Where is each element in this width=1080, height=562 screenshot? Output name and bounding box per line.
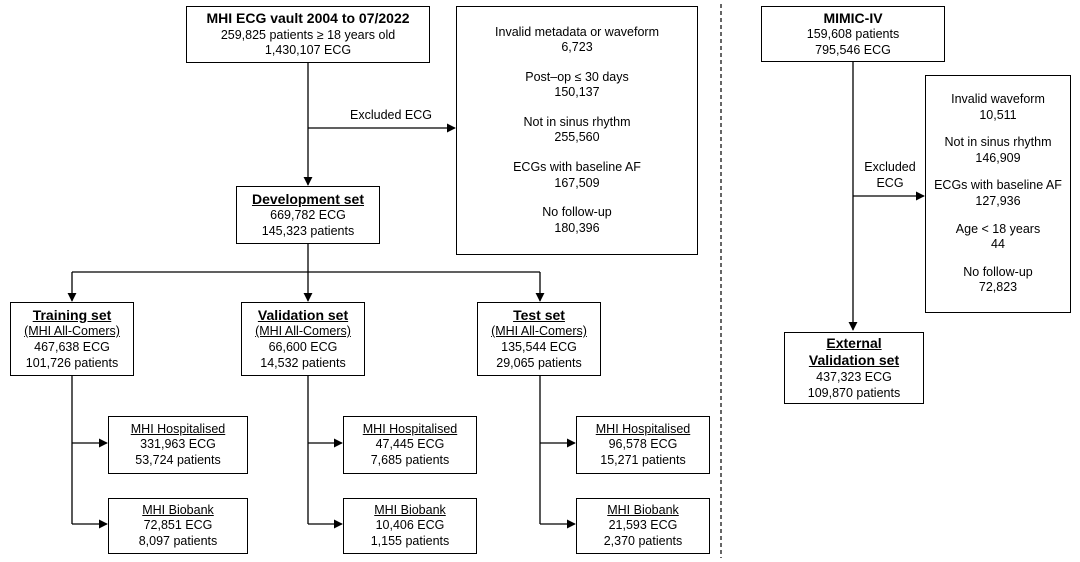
excluded-ecg-label: Excluded ECG [350,108,432,122]
external-validation-ecg: 437,323 ECG [816,369,892,384]
training-hospitalised-box: MHI Hospitalised 331,963 ECG 53,724 pati… [108,416,248,474]
mimic-exclusion-item: Age < 18 years 44 [955,221,1041,252]
validation-biobank-ecg: 10,406 ECG [375,518,445,533]
mimic-iv-patients: 159,608 patients [806,27,900,42]
test-set-ecg: 135,544 ECG [501,339,577,354]
training-set-title: Training set [32,306,112,323]
external-validation-patients: 109,870 patients [807,385,901,400]
development-set-box: Development set 669,782 ECG 145,323 pati… [236,186,380,244]
training-hospitalised-patients: 53,724 patients [135,452,221,467]
ecg-vault-ecg: 1,430,107 ECG [264,43,352,58]
test-hospitalised-box: MHI Hospitalised 96,578 ECG 15,271 patie… [576,416,710,474]
development-set-title: Development set [251,190,365,207]
training-biobank-box: MHI Biobank 72,851 ECG 8,097 patients [108,498,248,554]
mimic-exclusion-item: No follow-up 72,823 [963,264,1033,295]
left-exclusion-item: Invalid metadata or waveform 6,723 [495,24,659,55]
mimic-exclusion-item: ECGs with baseline AF 127,936 [934,178,1062,208]
test-biobank-box: MHI Biobank 21,593 ECG 2,370 patients [576,498,710,554]
left-exclusion-item: No follow-up 180,396 [542,204,612,235]
development-set-ecg: 669,782 ECG [270,208,346,223]
left-exclusion-item: Post–op ≤ 30 days 150,137 [525,69,629,100]
external-validation-title-1: External [826,334,882,351]
training-biobank-patients: 8,097 patients [138,533,218,548]
validation-hospitalised-ecg: 47,445 ECG [375,437,445,452]
ecg-vault-title: MHI ECG vault 2004 to 07/2022 [206,10,410,27]
validation-set-patients: 14,532 patients [260,355,346,370]
external-validation-title-2: Validation set [808,352,900,369]
left-exclusion-item: ECGs with baseline AF 167,509 [513,159,641,190]
validation-set-subtitle: (MHI All-Comers) [255,324,351,339]
validation-hospitalised-box: MHI Hospitalised 47,445 ECG 7,685 patien… [343,416,477,474]
training-biobank-title: MHI Biobank [142,502,214,517]
mimic-exclusions-box: Invalid waveform 10,511 Not in sinus rhy… [925,75,1071,313]
training-set-box: Training set (MHI All-Comers) 467,638 EC… [10,302,134,376]
training-hospitalised-title: MHI Hospitalised [130,421,226,436]
test-biobank-ecg: 21,593 ECG [608,518,678,533]
validation-set-title: Validation set [257,306,349,323]
test-set-title: Test set [513,306,565,323]
test-set-patients: 29,065 patients [496,355,582,370]
test-biobank-title: MHI Biobank [607,502,679,517]
test-hospitalised-patients: 15,271 patients [600,452,686,467]
validation-hospitalised-title: MHI Hospitalised [362,421,458,436]
training-hospitalised-ecg: 331,963 ECG [140,437,216,452]
validation-biobank-patients: 1,155 patients [370,533,450,548]
mimic-exclusion-item: Not in sinus rhythm 146,909 [944,135,1052,165]
test-set-box: Test set (MHI All-Comers) 135,544 ECG 29… [477,302,601,376]
training-biobank-ecg: 72,851 ECG [143,518,213,533]
mimic-iv-title: MIMIC-IV [823,9,883,26]
test-set-subtitle: (MHI All-Comers) [491,324,587,339]
validation-set-box: Validation set (MHI All-Comers) 66,600 E… [241,302,365,376]
training-set-ecg: 467,638 ECG [34,339,110,354]
development-set-patients: 145,323 patients [261,223,355,238]
mimic-exclusion-item: Invalid waveform 10,511 [951,91,1045,122]
test-hospitalised-ecg: 96,578 ECG [608,437,678,452]
left-exclusion-item: Not in sinus rhythm 255,560 [523,114,631,145]
ecg-vault-box: MHI ECG vault 2004 to 07/2022 259,825 pa… [186,6,430,63]
mimic-iv-box: MIMIC-IV 159,608 patients 795,546 ECG [761,6,945,62]
training-set-subtitle: (MHI All-Comers) [24,324,120,339]
test-biobank-patients: 2,370 patients [603,533,683,548]
ecg-vault-patients: 259,825 patients ≥ 18 years old [220,27,396,42]
validation-set-ecg: 66,600 ECG [268,339,338,354]
validation-biobank-title: MHI Biobank [374,502,446,517]
validation-hospitalised-patients: 7,685 patients [370,452,450,467]
training-set-patients: 101,726 patients [25,355,119,370]
external-validation-box: External Validation set 437,323 ECG 109,… [784,332,924,404]
validation-biobank-box: MHI Biobank 10,406 ECG 1,155 patients [343,498,477,554]
mimic-excluded-ecg-label: Excluded ECG [864,160,916,190]
test-hospitalised-title: MHI Hospitalised [595,421,691,436]
mimic-iv-ecg: 795,546 ECG [815,42,891,57]
left-exclusions-box: Invalid metadata or waveform 6,723 Post–… [456,6,698,255]
